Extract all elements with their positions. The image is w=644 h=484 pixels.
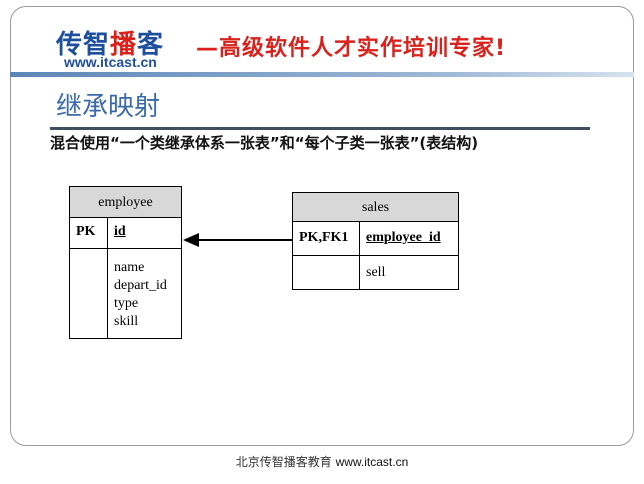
- employee-attr: type: [114, 296, 139, 311]
- employee-attr: skill: [114, 314, 139, 329]
- employee-attr: name: [114, 260, 145, 275]
- employee-pk-row: PK id: [70, 218, 181, 249]
- sales-table: sales PK,FK1 employee_id sell: [292, 192, 459, 290]
- sales-table-name: sales: [293, 193, 458, 222]
- footer-text: 北京传智播客教育: [235, 455, 336, 469]
- slogan: —高级软件人才实作培训专家!: [196, 36, 507, 61]
- sales-attr-row: sell: [293, 256, 458, 289]
- sales-pk-attr: employee_id: [366, 230, 441, 245]
- sales-pk-row: PK,FK1 employee_id: [293, 222, 458, 256]
- sales-pk-label: PK,FK1: [293, 222, 360, 255]
- employee-attr-row: name depart_id type skill: [70, 249, 181, 338]
- title-rule: [50, 127, 590, 130]
- slide-title: 继承映射: [56, 92, 161, 122]
- footer-url: www.itcast.cn: [335, 455, 409, 469]
- arrowhead-icon: [183, 233, 199, 247]
- employee-pk-label: PK: [70, 218, 108, 248]
- itcast-logo: 传智播客: [56, 30, 165, 60]
- footer: 北京传智播客教育 www.itcast.cn: [0, 453, 644, 470]
- sales-attr: sell: [366, 265, 386, 280]
- header-bar: [10, 72, 634, 77]
- slide-subtitle: 混合使用“一个类继承体系一张表”和“每个子类一张表”(表结构): [50, 134, 479, 152]
- employee-attr: depart_id: [114, 278, 167, 293]
- employee-pk-attr: id: [114, 224, 126, 239]
- logo-url: www.itcast.cn: [64, 54, 157, 70]
- employee-table-name: employee: [70, 187, 181, 218]
- employee-table: employee PK id name depart_id type skill: [69, 186, 182, 339]
